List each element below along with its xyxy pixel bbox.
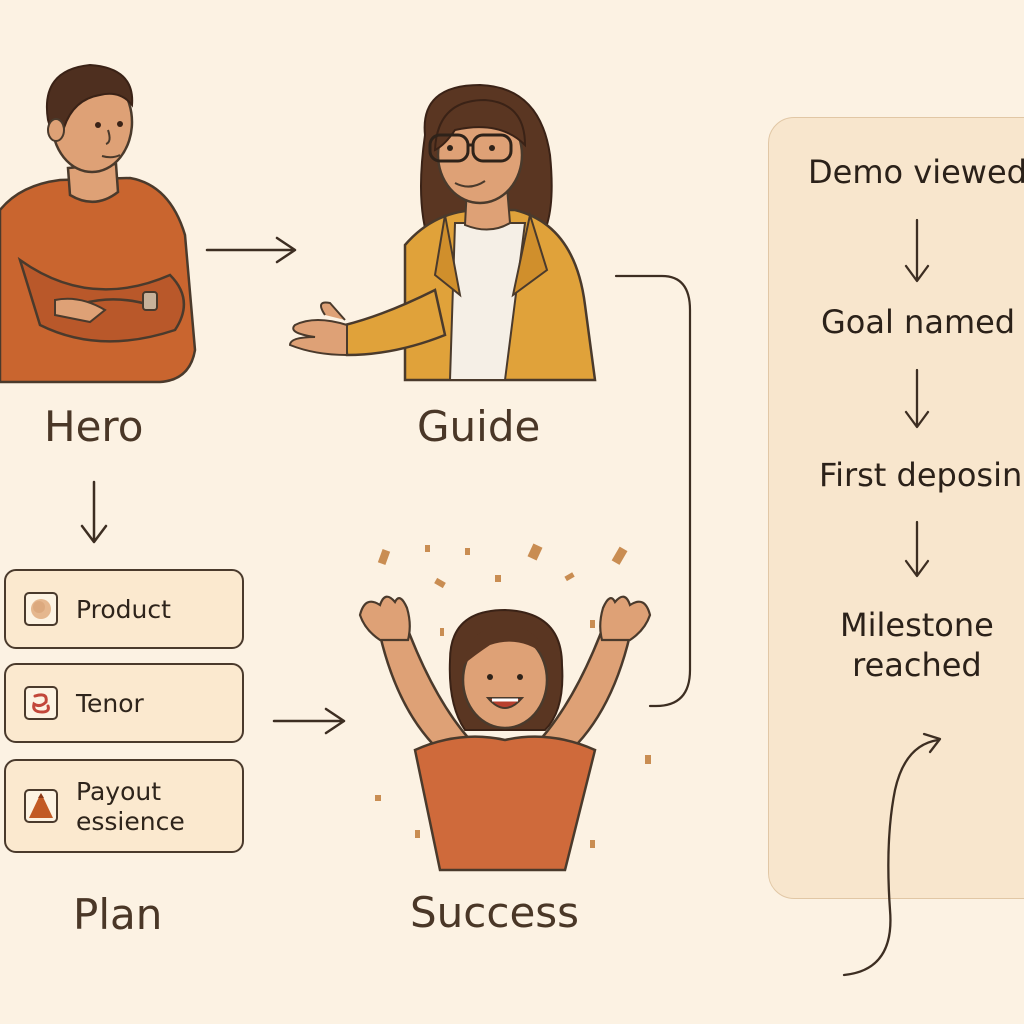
guide-illustration (288, 83, 597, 382)
swirl-icon (24, 686, 58, 720)
journey-arrow (904, 218, 930, 283)
plan-item-payout: Payout essience (4, 759, 244, 853)
hero-to-guide-arrow (205, 236, 297, 264)
loop-arrow (842, 732, 942, 977)
journey-arrow (904, 520, 930, 578)
plan-item-label: Product (76, 595, 171, 624)
plan-item-label: Tenor (76, 689, 144, 718)
hero-to-plan-arrow (80, 480, 108, 544)
journey-step-first-deposit: First deposin (819, 456, 1023, 494)
swatch-icon (24, 592, 58, 626)
journey-panel (768, 117, 1024, 899)
journey-step-milestone-reached: Milestone reached (840, 606, 994, 684)
success-label: Success (410, 888, 580, 937)
plan-item-label: Payout essience (76, 777, 185, 836)
volcano-icon (24, 789, 58, 823)
success-illustration (358, 543, 652, 872)
plan-item-product: Product (4, 569, 244, 649)
hero-illustration (0, 63, 197, 384)
guide-to-success-connector (614, 274, 692, 708)
plan-item-tenor: Tenor (4, 663, 244, 743)
plan-label: Plan (73, 890, 163, 939)
journey-step-demo-viewed: Demo viewed (808, 153, 1024, 191)
journey-arrow (904, 368, 930, 429)
hero-label: Hero (44, 402, 144, 451)
guide-label: Guide (417, 402, 541, 451)
plan-to-success-arrow (272, 707, 346, 735)
journey-step-goal-named: Goal named (821, 303, 1016, 341)
